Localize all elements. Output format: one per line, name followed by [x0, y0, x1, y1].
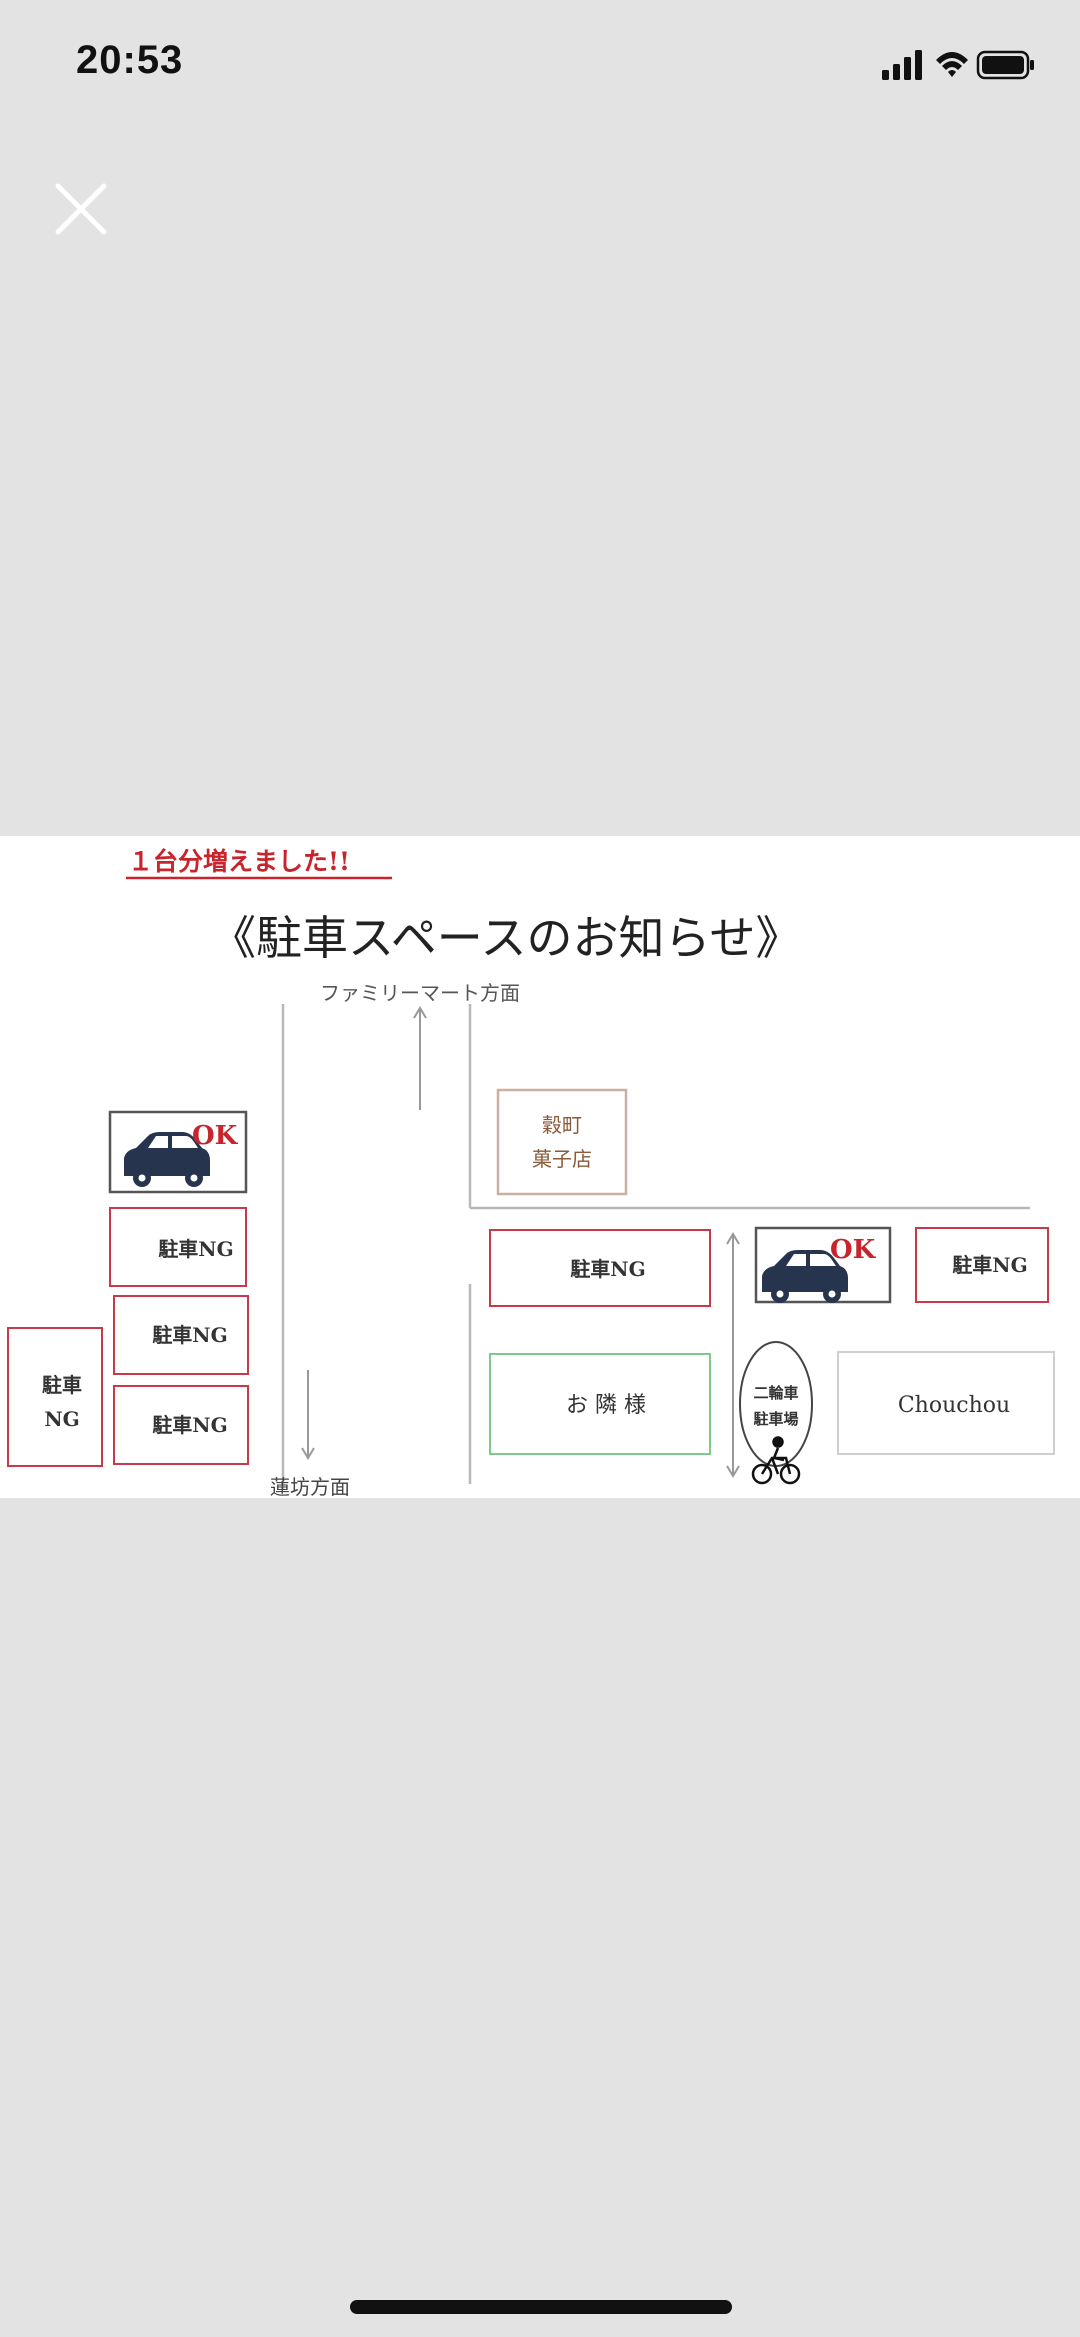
status-bar: 20:53 [0, 0, 1080, 130]
close-icon [55, 183, 107, 235]
parking-ok-left: OK [108, 1110, 248, 1194]
car-icon [124, 1132, 210, 1187]
ok-label-right: OK [830, 1235, 877, 1265]
parking-ng-right-2: 駐車NG [915, 1227, 1049, 1303]
close-button[interactable] [50, 178, 112, 240]
shop-name-line1: 穀町 [542, 1113, 582, 1137]
sweets-shop: 穀町 菓子店 [496, 1088, 628, 1196]
notice-banner: １台分増えました!! [128, 847, 350, 876]
road-lines [281, 1004, 1030, 1490]
parking-ng-left-1: 駐車NG [109, 1207, 247, 1287]
parking-ng-right-1: 駐車NG [489, 1229, 711, 1307]
ng-tall-line1: 駐車 [42, 1373, 82, 1397]
ng-label: 駐車NG [158, 1237, 233, 1261]
parking-ng-tall: 駐車 NG [7, 1327, 103, 1467]
battery-icon [976, 50, 1034, 80]
notice-title: 《駐車スペースのお知らせ》 [210, 911, 802, 965]
parking-ng-left-2: 駐車NG [113, 1295, 249, 1375]
bicycle-icon [751, 1436, 801, 1485]
ng-label: 駐車NG [570, 1257, 645, 1281]
direction-bottom-label: 蓮坊方面 [270, 1475, 350, 1498]
neighbor-label: お 隣 様 [566, 1393, 646, 1418]
parking-ng-left-3: 駐車NG [113, 1385, 249, 1465]
arrow-down [301, 1370, 315, 1460]
car-icon [762, 1250, 848, 1303]
ng-label: 駐車NG [152, 1413, 227, 1437]
home-indicator[interactable] [350, 2300, 732, 2314]
ok-label-left: OK [192, 1121, 239, 1151]
bike-label-line2: 駐車場 [753, 1410, 798, 1428]
bike-label-line1: 二輪車 [753, 1384, 798, 1402]
ng-tall-line2: NG [44, 1407, 79, 1431]
arrow-both [726, 1232, 740, 1478]
chouchou-label: Chouchou [898, 1393, 1010, 1418]
direction-top-label: ファミリーマート方面 [320, 981, 520, 1005]
status-icons [836, 46, 1036, 86]
neighbor-building: お 隣 様 [489, 1353, 711, 1455]
chouchou-shop: Chouchou [837, 1351, 1055, 1455]
parking-ok-right: OK [754, 1226, 892, 1304]
signal-icon [882, 50, 922, 80]
ng-label: 駐車NG [152, 1323, 227, 1347]
arrow-up [413, 1006, 427, 1110]
shop-name-line2: 菓子店 [532, 1147, 592, 1171]
bike-parking: 二輪車 駐車場 [739, 1341, 813, 1485]
status-time: 20:53 [76, 38, 184, 82]
wifi-icon [936, 52, 968, 77]
parking-notice-image: １台分増えました!! 《駐車スペースのお知らせ》 ファミリーマート方面 [0, 836, 1080, 1498]
ng-label: 駐車NG [952, 1253, 1027, 1277]
